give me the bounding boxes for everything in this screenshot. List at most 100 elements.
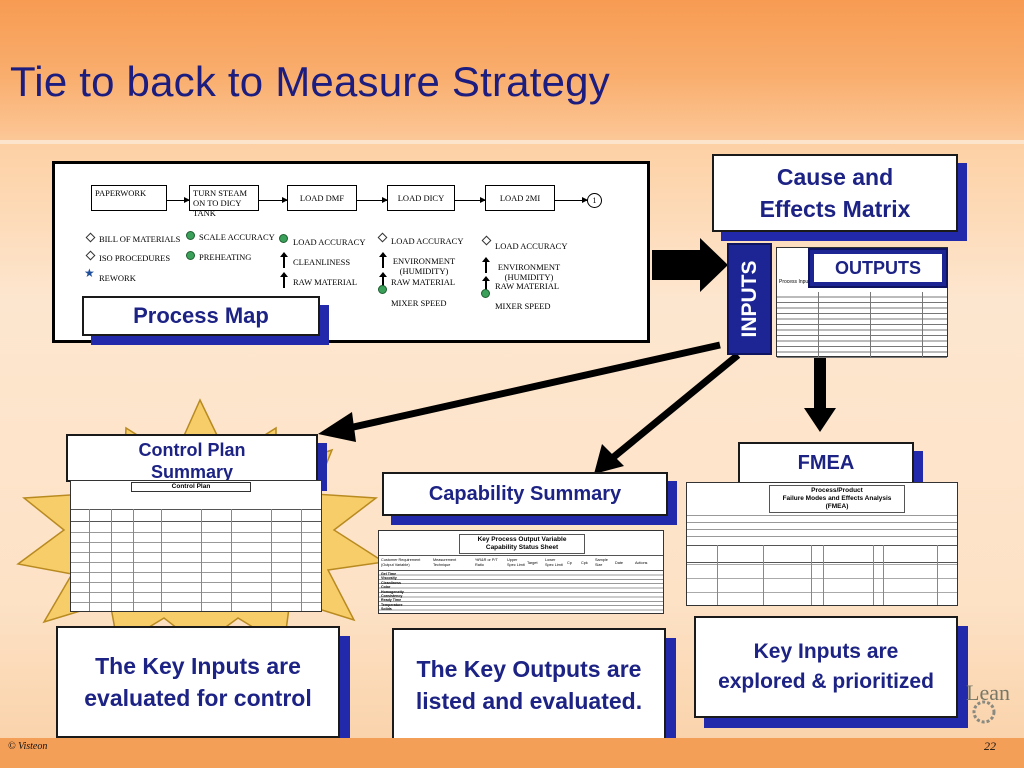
pm-input: REWORK — [99, 273, 136, 283]
cap-col: Cp — [567, 561, 572, 565]
pm-step-paperwork: PAPERWORK — [91, 185, 167, 211]
fmea-label: FMEA — [738, 442, 914, 484]
pm-input: RAW MATERIAL — [495, 281, 560, 291]
arrow-to-fmea — [804, 356, 836, 432]
pm-arrow — [259, 197, 288, 203]
fmea-title-line3: (FMEA) — [825, 503, 849, 510]
pm-input: LOAD ACCURACY — [391, 236, 464, 246]
cap-header-row: Customer Requirement (Output Variable) M… — [379, 555, 663, 571]
pm-input: ISO PROCEDURES — [99, 253, 171, 263]
cap-col: Lower Spec Limit — [545, 558, 563, 567]
cap-row: Ready Time — [381, 598, 402, 603]
cap-row: Solids — [381, 607, 392, 612]
cap-title-line2: Capability Status Sheet — [485, 544, 559, 551]
capability-sheet: Key Process Output Variable Capability S… — [378, 530, 664, 614]
capability-label: Capability Summary — [382, 472, 668, 516]
title-band — [0, 0, 1024, 140]
cap-col: Date — [615, 561, 624, 565]
pm-input: LOAD ACCURACY — [293, 237, 366, 247]
footer-copyright: © Visteon — [8, 741, 48, 752]
pm-arrow — [455, 197, 486, 203]
green-dot-icon — [186, 231, 195, 240]
pm-step-load-dmf: LOAD DMF — [287, 185, 357, 211]
arrow-to-ce-matrix — [652, 238, 728, 292]
cap-row: Gel Time — [381, 572, 397, 576]
up-arrow-icon — [280, 272, 288, 288]
arrow-to-capability — [594, 444, 624, 474]
pm-end-marker: 1 — [587, 193, 602, 208]
pm-input: LOAD ACCURACY — [495, 241, 568, 251]
cap-col: Customer Requirement (Output Variable) — [381, 558, 421, 567]
cap-row: Cleanliness — [381, 580, 401, 585]
slide-title: Tie to back to Measure Strategy — [10, 58, 610, 105]
cap-row: Consistency — [381, 594, 403, 599]
fmea-title-line1: Process/Product — [811, 487, 863, 494]
cap-rows — [379, 571, 663, 613]
fmea-title-line2: Failure Modes and Effects Analysis — [782, 495, 892, 502]
title-divider — [0, 140, 1024, 144]
cap-col: %R&R or P/T Ratio — [475, 558, 498, 567]
fmea-caption: Key Inputs are explored & prioritized — [694, 616, 958, 718]
footer-band — [0, 738, 1024, 768]
cap-col: Target — [527, 561, 538, 565]
pm-step-load-2mi: LOAD 2MI — [485, 185, 555, 211]
pm-input: RAW MATERIAL — [293, 277, 358, 287]
cap-doc-title: Key Process Output Variable Capability S… — [459, 534, 585, 554]
outputs-label: OUTPUTS — [814, 254, 942, 282]
cap-col: Cpk — [581, 561, 588, 565]
ce-label-line2: Effects Matrix — [759, 196, 911, 222]
pm-input: ENVIRONMENT (HUMIDITY) — [392, 256, 456, 276]
diamond-icon — [85, 250, 96, 261]
pm-input: MIXER SPEED — [391, 298, 447, 308]
cp-label-line2: Summary — [150, 462, 234, 482]
page-number: 22 — [984, 739, 996, 753]
green-dot-icon — [186, 251, 195, 260]
pm-input: RAW MATERIAL — [391, 277, 456, 287]
inputs-tab: INPUTS — [727, 243, 772, 355]
pm-input: MIXER SPEED — [495, 301, 551, 311]
cap-row: Temperature — [381, 602, 403, 607]
diamond-icon — [377, 232, 388, 243]
fmea-header-rows — [687, 515, 957, 537]
cp-rows — [71, 523, 321, 611]
cp-label-line1: Control Plan — [138, 440, 246, 460]
process-map-label: Process Map — [82, 296, 320, 336]
cap-row: Homogeneity — [381, 589, 404, 594]
cap-col: Measurement Technique — [433, 558, 457, 567]
control-plan-caption: The Key Inputs are evaluated for control — [56, 626, 340, 738]
cap-col: Upper Spec Limit — [507, 558, 525, 567]
diamond-icon — [481, 235, 492, 246]
fmea-col-header — [687, 545, 957, 563]
pm-arrow — [555, 197, 588, 203]
diamond-icon — [85, 232, 96, 243]
ce-matrix-label: Cause and Effects Matrix — [712, 154, 958, 232]
up-arrow-icon — [482, 257, 490, 273]
cap-col: Actions — [635, 561, 648, 565]
green-dot-icon — [481, 289, 490, 298]
star-icon: ★ — [84, 266, 95, 280]
pm-input: PREHEATING — [199, 252, 252, 262]
capability-caption: The Key Outputs are listed and evaluated… — [392, 628, 666, 742]
fmea-doc-title: Process/Product Failure Modes and Effect… — [769, 485, 905, 513]
pm-arrow — [167, 197, 190, 203]
ce-grid — [777, 292, 947, 358]
pm-arrow — [357, 197, 388, 203]
fmea-sheet: Process/Product Failure Modes and Effect… — [686, 482, 958, 606]
cap-col: Sample Size — [595, 558, 608, 567]
up-arrow-icon — [379, 252, 387, 268]
pm-input: ENVIRONMENT (HUMIDITY) — [497, 262, 561, 282]
control-plan-sheet: Control Plan — [70, 480, 322, 612]
arrow-to-control-plan — [318, 412, 356, 442]
up-arrow-icon — [482, 276, 490, 292]
pm-input: BILL OF MATERIALS — [99, 234, 181, 244]
pm-input: SCALE ACCURACY — [199, 232, 275, 242]
control-plan-label: Control Plan Summary — [66, 434, 318, 482]
ce-header: Process Input — [779, 279, 810, 285]
cp-doc-title: Control Plan — [131, 482, 251, 492]
inputs-label: INPUTS — [737, 260, 761, 338]
pm-step-steam: TURN STEAM ON TO DICY TANK — [189, 185, 259, 218]
outputs-tab: OUTPUTS — [808, 248, 948, 288]
cap-row: Color — [381, 585, 391, 590]
up-arrow-icon — [280, 252, 288, 268]
